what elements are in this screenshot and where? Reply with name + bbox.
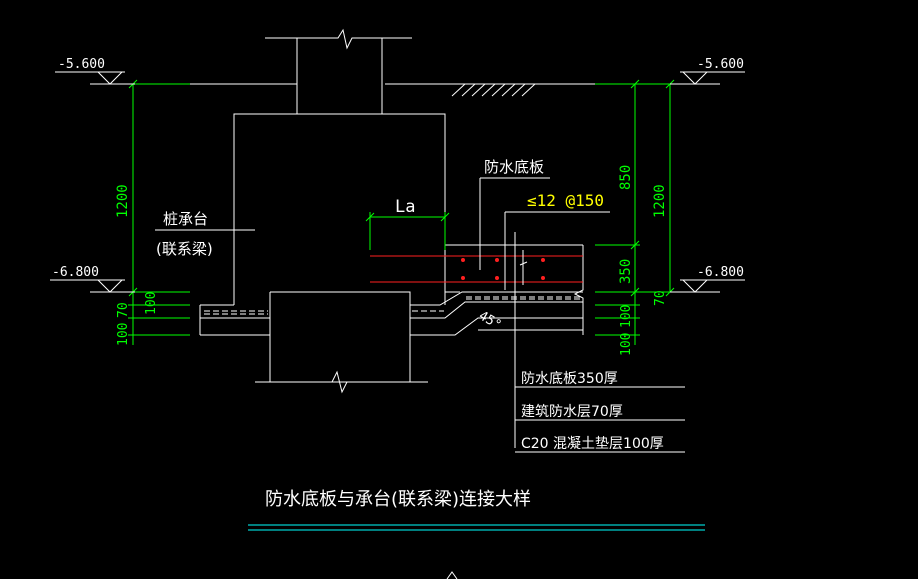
- elev-bottom-right: -6.800: [697, 265, 744, 280]
- dim-right-70: 70: [653, 290, 668, 306]
- leader-lines: [155, 177, 685, 453]
- dim-left-100b: 100: [116, 323, 131, 346]
- dim-right-850: 850: [618, 165, 634, 190]
- rebar: [370, 255, 583, 283]
- dimension-lines: [128, 79, 700, 345]
- drawing-title: 防水底板与承台(联系梁)连接大样: [265, 489, 531, 510]
- pile-cap-outline: [233, 28, 446, 394]
- label-rebar-spec: ≤12 @150: [527, 191, 604, 210]
- dim-left-100a: 100: [144, 292, 159, 315]
- label-tie-beam: (联系梁): [156, 240, 213, 258]
- dim-anchorage: La: [395, 197, 415, 217]
- label-waterproof-slab: 防水底板: [484, 158, 544, 176]
- section-mark-icon: [446, 571, 458, 579]
- legend-layer-2: 建筑防水层70厚: [521, 404, 623, 420]
- legend-layer-3: C20 混凝土垫层100厚: [521, 436, 664, 452]
- dim-right-100b: 100: [619, 333, 634, 356]
- elev-bottom-left: -6.800: [52, 265, 99, 280]
- label-pile-cap: 桩承台: [163, 210, 208, 228]
- ground-lines: [135, 83, 635, 97]
- dim-right-350: 350: [618, 259, 634, 284]
- legend-layer-1: 防水底板350厚: [521, 371, 618, 387]
- dim-angle: 45°: [476, 308, 504, 333]
- dim-right-1200: 1200: [652, 184, 668, 218]
- elev-top-left: -5.600: [58, 57, 105, 72]
- dim-left-1200: 1200: [115, 184, 131, 218]
- dim-left-70: 70: [116, 302, 131, 318]
- elevation-markers: [50, 71, 745, 293]
- dim-right-100a: 100: [619, 305, 634, 328]
- soil-hatch-icon: [451, 83, 536, 97]
- slab-layers: [199, 244, 584, 336]
- elev-top-right: -5.600: [697, 57, 744, 72]
- title-underline: [248, 524, 705, 531]
